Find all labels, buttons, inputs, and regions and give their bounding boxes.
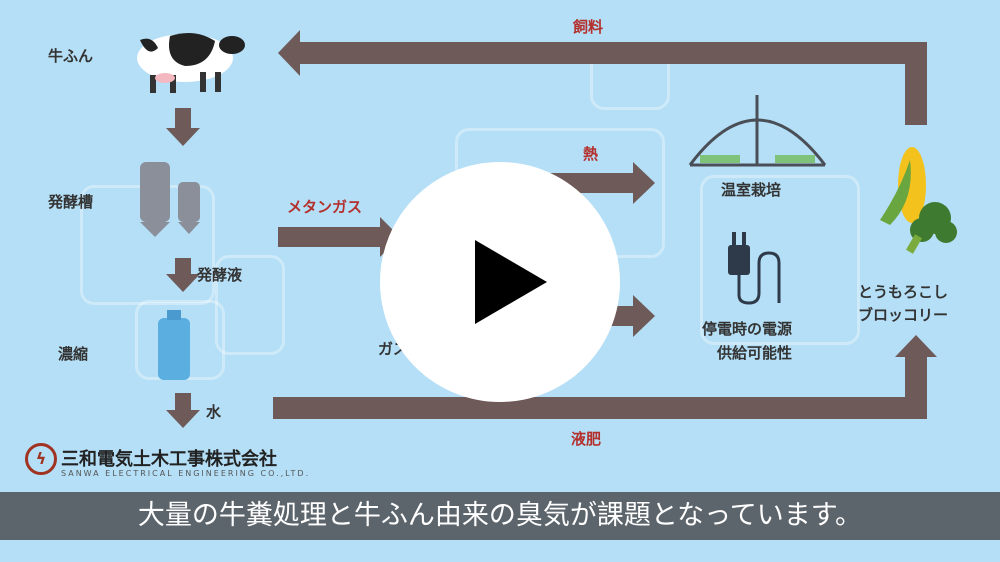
play-icon — [475, 240, 547, 324]
label-power-1: 停電時の電源 — [702, 320, 793, 338]
label-methane-gas: メタンガス — [287, 198, 363, 216]
company-name-en: SANWA ELECTRICAL ENGINEERING CO.,LTD. — [61, 469, 311, 478]
label-greenhouse: 温室栽培 — [721, 181, 782, 199]
fermenter-tank-icon — [140, 162, 200, 237]
label-fermenter: 発酵槽 — [48, 193, 94, 211]
power-plug-icon — [728, 232, 781, 305]
label-water: 水 — [206, 403, 222, 421]
label-concentration: 濃縮 — [58, 345, 89, 363]
heat-arrow — [540, 162, 655, 204]
greenhouse-icon — [688, 95, 827, 167]
company-name-jp: 三和電気土木工事株式会社 — [61, 449, 277, 470]
water-bottle-icon — [158, 310, 190, 380]
label-cow-dung: 牛ふん — [48, 47, 94, 65]
label-fermented-liquid: 発酵液 — [197, 266, 243, 284]
methane-arrow — [278, 217, 400, 257]
label-liquid-fertilizer: 液肥 — [571, 430, 602, 448]
lightning-logo-icon: ϟ — [25, 443, 57, 475]
label-heat: 熱 — [583, 145, 599, 163]
decor-frame — [700, 175, 860, 345]
arrow-down-2 — [166, 258, 200, 292]
corn-broccoli-icon — [880, 147, 957, 254]
fertilizer-arrow — [273, 335, 937, 419]
arrow-down-3 — [166, 393, 200, 428]
arrow-down-1 — [166, 108, 200, 146]
label-crops-2: ブロッコリー — [858, 306, 949, 324]
feed-arrow — [278, 30, 927, 125]
cow-icon — [137, 32, 245, 93]
label-crops-1: とうもろこし — [858, 283, 949, 301]
subtitle-caption: 大量の牛糞処理と牛ふん由来の臭気が課題となっています。 — [0, 492, 1000, 540]
label-power-2: 供給可能性 — [717, 344, 793, 362]
play-button[interactable] — [380, 162, 620, 402]
label-feed: 飼料 — [573, 18, 604, 36]
